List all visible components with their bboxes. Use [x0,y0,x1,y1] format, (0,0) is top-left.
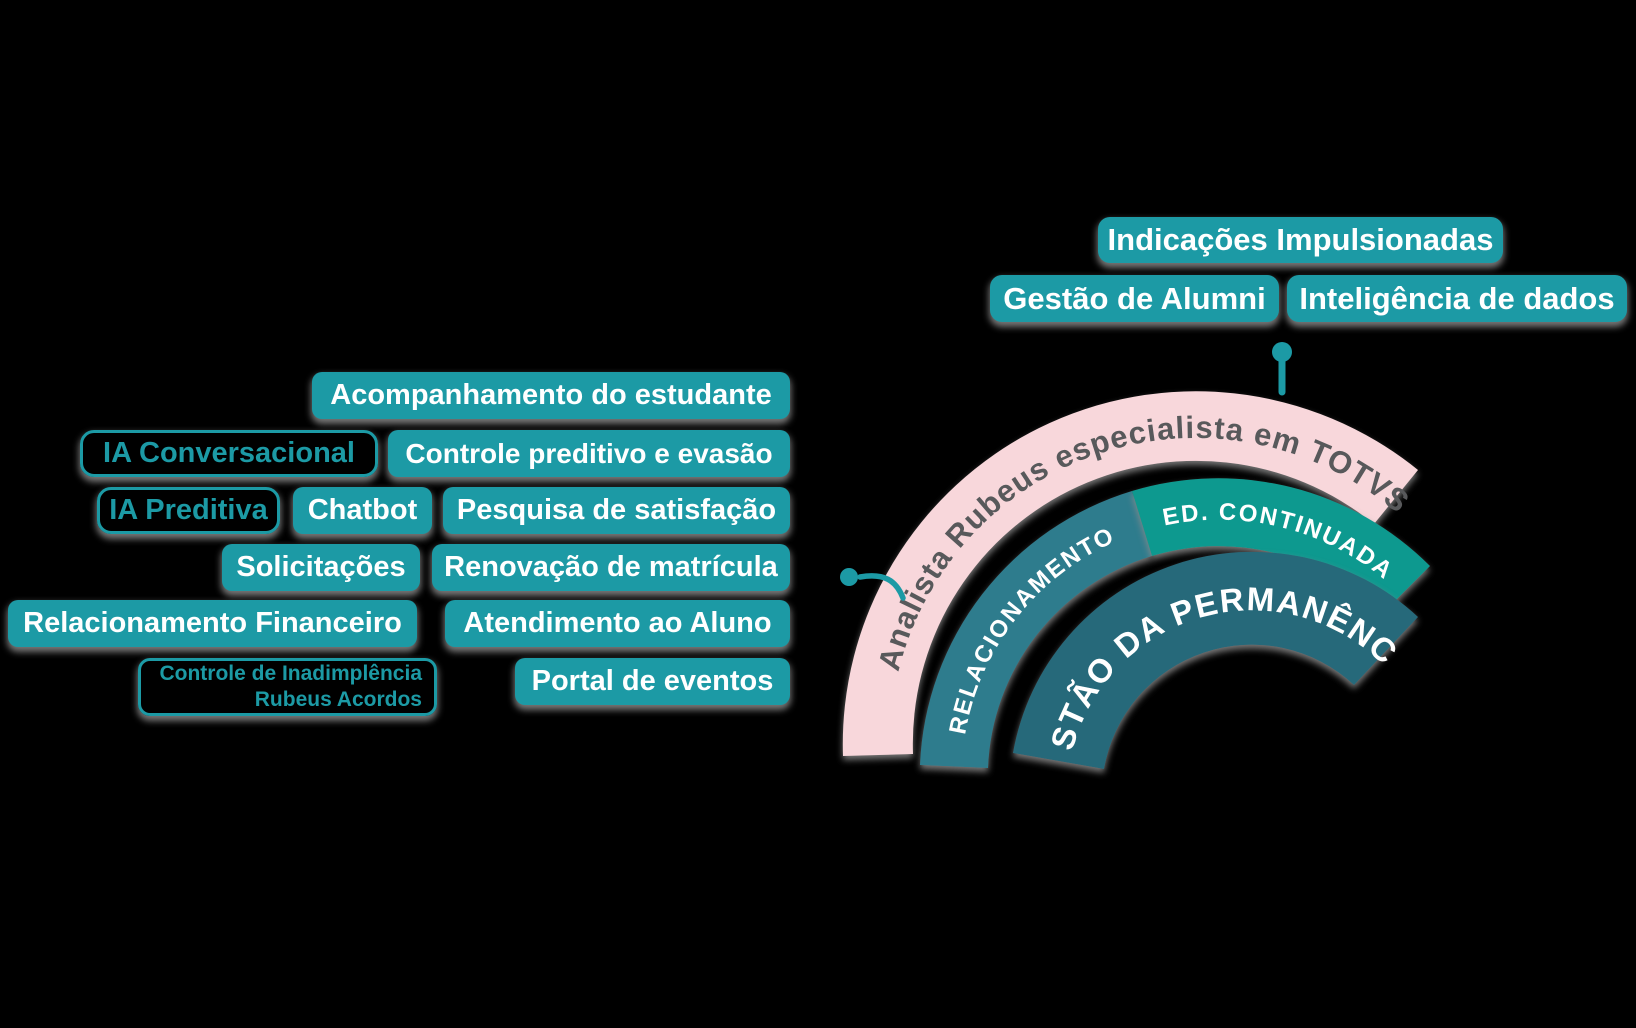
arc-band-relacionamento [920,491,1152,768]
arc-band-gestao-permanencia [1013,551,1418,769]
connector-up-arrow [1272,342,1292,396]
pill-chatbot: Chatbot [293,487,432,534]
pill-solicitacoes: Solicitações [222,544,420,591]
pill-acompanhamento-do-estudante: Acompanhamento do estudante [312,372,790,419]
outline-pill-controle-inadimplencia: Controle de Inadimplência Rubeus Acordos [138,658,437,716]
pill-indicacoes-impulsionadas: Indicações Impulsionadas [1098,217,1503,263]
outline-pill-ia-preditiva: IA Preditiva [97,487,280,534]
pill-pesquisa-de-satisfacao: Pesquisa de satisfação [443,487,790,534]
pill-gestao-de-alumni: Gestão de Alumni [990,275,1279,322]
pill-relacionamento-financeiro: Relacionamento Financeiro [8,600,417,647]
inadimplencia-line-2: Rubeus Acordos [254,688,422,711]
pill-controle-preditivo-e-evasao: Controle preditivo e evasão [388,430,790,477]
connector-left-arrow [840,568,906,601]
arc-band-analista-rubeus [842,391,1418,756]
pill-portal-de-eventos: Portal de eventos [515,658,790,705]
inadimplencia-line-1: Controle de Inadimplência [159,662,422,685]
pill-renovacao-de-matricula: Renovação de matrícula [432,544,790,591]
pill-inteligencia-de-dados: Inteligência de dados [1287,275,1627,322]
pill-atendimento-ao-aluno: Atendimento ao Aluno [445,600,790,647]
outline-pill-ia-conversacional: IA Conversacional [80,430,378,477]
